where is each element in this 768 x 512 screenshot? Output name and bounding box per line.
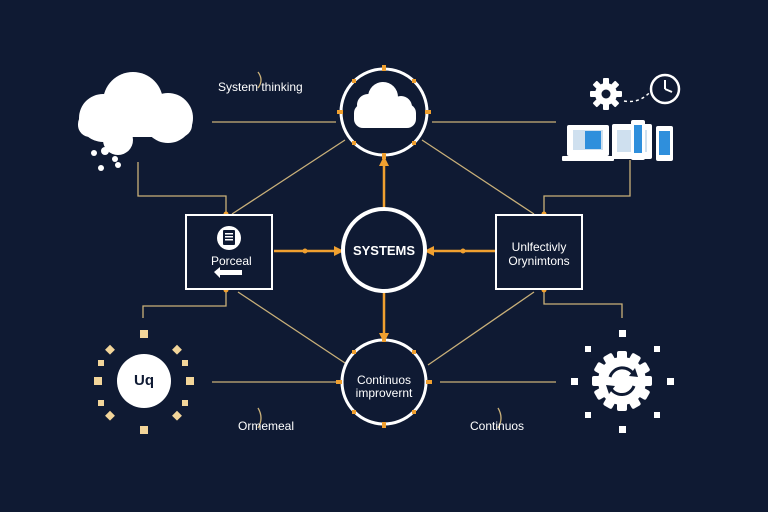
- cloud-icon: [78, 72, 193, 171]
- label-right-box-line1: Unlfectivly: [511, 240, 567, 254]
- dashed-link: [623, 89, 653, 103]
- clipboard-icon: [217, 226, 241, 250]
- label-left-box: Porceal: [211, 254, 252, 268]
- label-systems: SYSTEMS: [352, 243, 416, 258]
- devices-icon: [562, 120, 673, 161]
- label-continuous-line1: Continuos: [356, 373, 412, 387]
- arrow-left-icon: [214, 267, 242, 278]
- left-process-box[interactable]: [185, 214, 273, 290]
- clock-icon: [649, 73, 681, 105]
- label-continuous-line2: improvernt: [355, 386, 413, 400]
- right-box[interactable]: [495, 214, 583, 290]
- gear-icon: [590, 78, 622, 110]
- label-bottom-right: Continuos: [470, 419, 525, 433]
- gear-cycle-icon: [571, 330, 674, 433]
- label-system-thinking: System thinking: [218, 80, 303, 94]
- ring-left-text: Uq: [134, 372, 154, 389]
- cloud-icon: [354, 82, 416, 128]
- continuous-improvement-node[interactable]: [336, 336, 432, 428]
- connector-lines: [137, 71, 631, 429]
- cloud-node[interactable]: [337, 65, 431, 159]
- systems-node[interactable]: [341, 207, 427, 293]
- left-ring-node: [94, 330, 194, 434]
- label-bottom-left: Ormemeal: [238, 419, 295, 433]
- label-right-box-line2: Orynimtons: [508, 254, 570, 268]
